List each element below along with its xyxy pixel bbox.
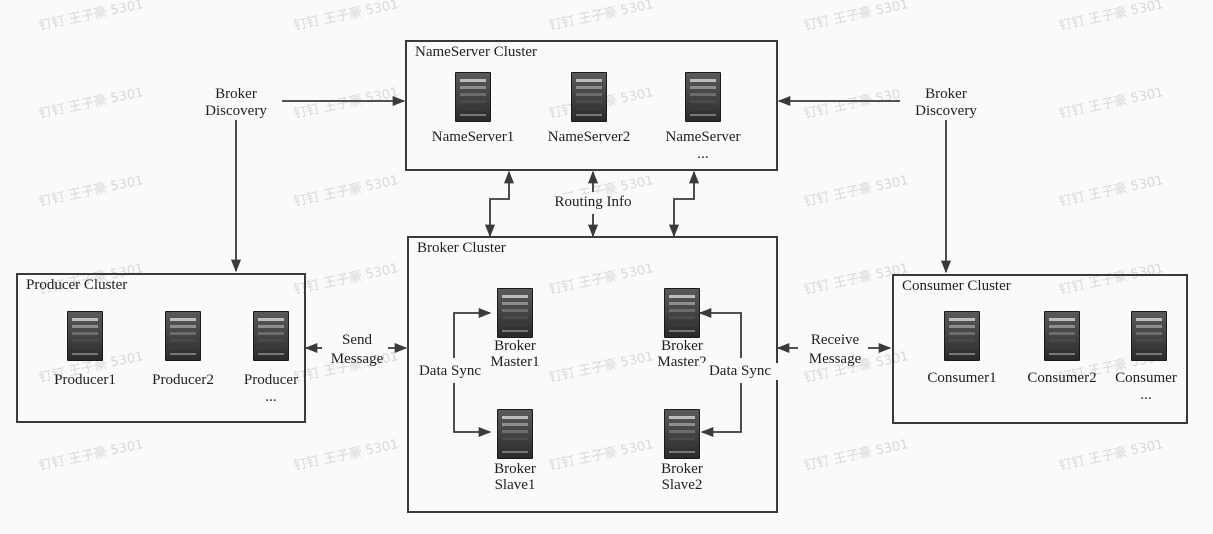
- producer3-server-icon: [253, 311, 289, 361]
- producer2-server-icon: [165, 311, 201, 361]
- consumer3-ellipsis: ...: [1140, 387, 1152, 403]
- nameserver2-server-icon: [571, 72, 607, 122]
- broker-slave1-line2: Slave1: [494, 477, 536, 493]
- broker-slave1-line1: Broker: [494, 461, 536, 477]
- data-sync-right-label: Data Sync: [700, 363, 780, 380]
- broker-discovery-left-line1: Broker: [190, 86, 282, 103]
- producer1-label: Producer1: [54, 372, 116, 388]
- broker-slave1-server-icon: [497, 409, 533, 459]
- routing-info-label: Routing Info: [545, 194, 641, 211]
- routing-arrow-left: [484, 170, 515, 238]
- producer-cluster-box: Producer Cluster: [16, 273, 306, 423]
- receive-message-line2: Message: [808, 351, 862, 367]
- producer1-server-icon: [67, 311, 103, 361]
- broker-master2-line1: Broker: [661, 338, 703, 354]
- nameserver1-label: NameServer1: [431, 129, 515, 145]
- producer3-label: Producer: [243, 372, 299, 388]
- data-sync-right-line: [698, 307, 742, 358]
- consumer1-label: Consumer1: [927, 370, 997, 386]
- producer2-label: Producer2: [152, 372, 214, 388]
- consumer3-label: Consumer: [1115, 370, 1177, 386]
- send-message-line1: Send: [342, 332, 372, 348]
- send-message-line2: Message: [330, 351, 384, 367]
- broker-discovery-right-line2: Discovery: [900, 103, 992, 120]
- consumer-cluster-box: Consumer Cluster: [892, 274, 1188, 424]
- nameserver3-label: NameServer: [665, 129, 741, 145]
- broker-slave2-line1: Broker: [661, 461, 703, 477]
- consumer1-server-icon: [944, 311, 980, 361]
- broker-master1-server-icon: [497, 288, 533, 338]
- broker-slave2-server-icon: [664, 409, 700, 459]
- broker-cluster-title: Broker Cluster: [417, 240, 506, 256]
- producer3-ellipsis: ...: [265, 389, 277, 405]
- data-sync-right-line-low: [700, 383, 742, 438]
- broker-master1-line2: Master1: [490, 354, 540, 370]
- receive-message-line1: Receive: [810, 332, 860, 348]
- routing-arrow-right: [668, 170, 700, 238]
- nameserver2-label: NameServer2: [547, 129, 631, 145]
- consumer-cluster-title: Consumer Cluster: [902, 278, 1011, 294]
- broker-master2-line2: Master2: [657, 354, 707, 370]
- broker-master2-server-icon: [664, 288, 700, 338]
- data-sync-left-label: Data Sync: [410, 363, 490, 380]
- broker-slave2-line2: Slave2: [661, 477, 703, 493]
- nameserver1-server-icon: [455, 72, 491, 122]
- nameserver3-ellipsis: ...: [697, 146, 709, 162]
- producer-cluster-title: Producer Cluster: [26, 277, 128, 293]
- consumer2-label: Consumer2: [1027, 370, 1097, 386]
- broker-discovery-left-line2: Discovery: [190, 103, 282, 120]
- data-sync-left-line: [453, 307, 492, 358]
- broker-master1-line1: Broker: [494, 338, 536, 354]
- data-sync-left-line-low: [453, 383, 492, 438]
- nameserver-cluster-title: NameServer Cluster: [415, 44, 538, 60]
- nameserver-cluster-box: NameServer Cluster: [405, 40, 778, 171]
- consumer2-server-icon: [1044, 311, 1080, 361]
- broker-discovery-right-line1: Broker: [900, 86, 992, 103]
- nameserver3-server-icon: [685, 72, 721, 122]
- consumer3-server-icon: [1131, 311, 1167, 361]
